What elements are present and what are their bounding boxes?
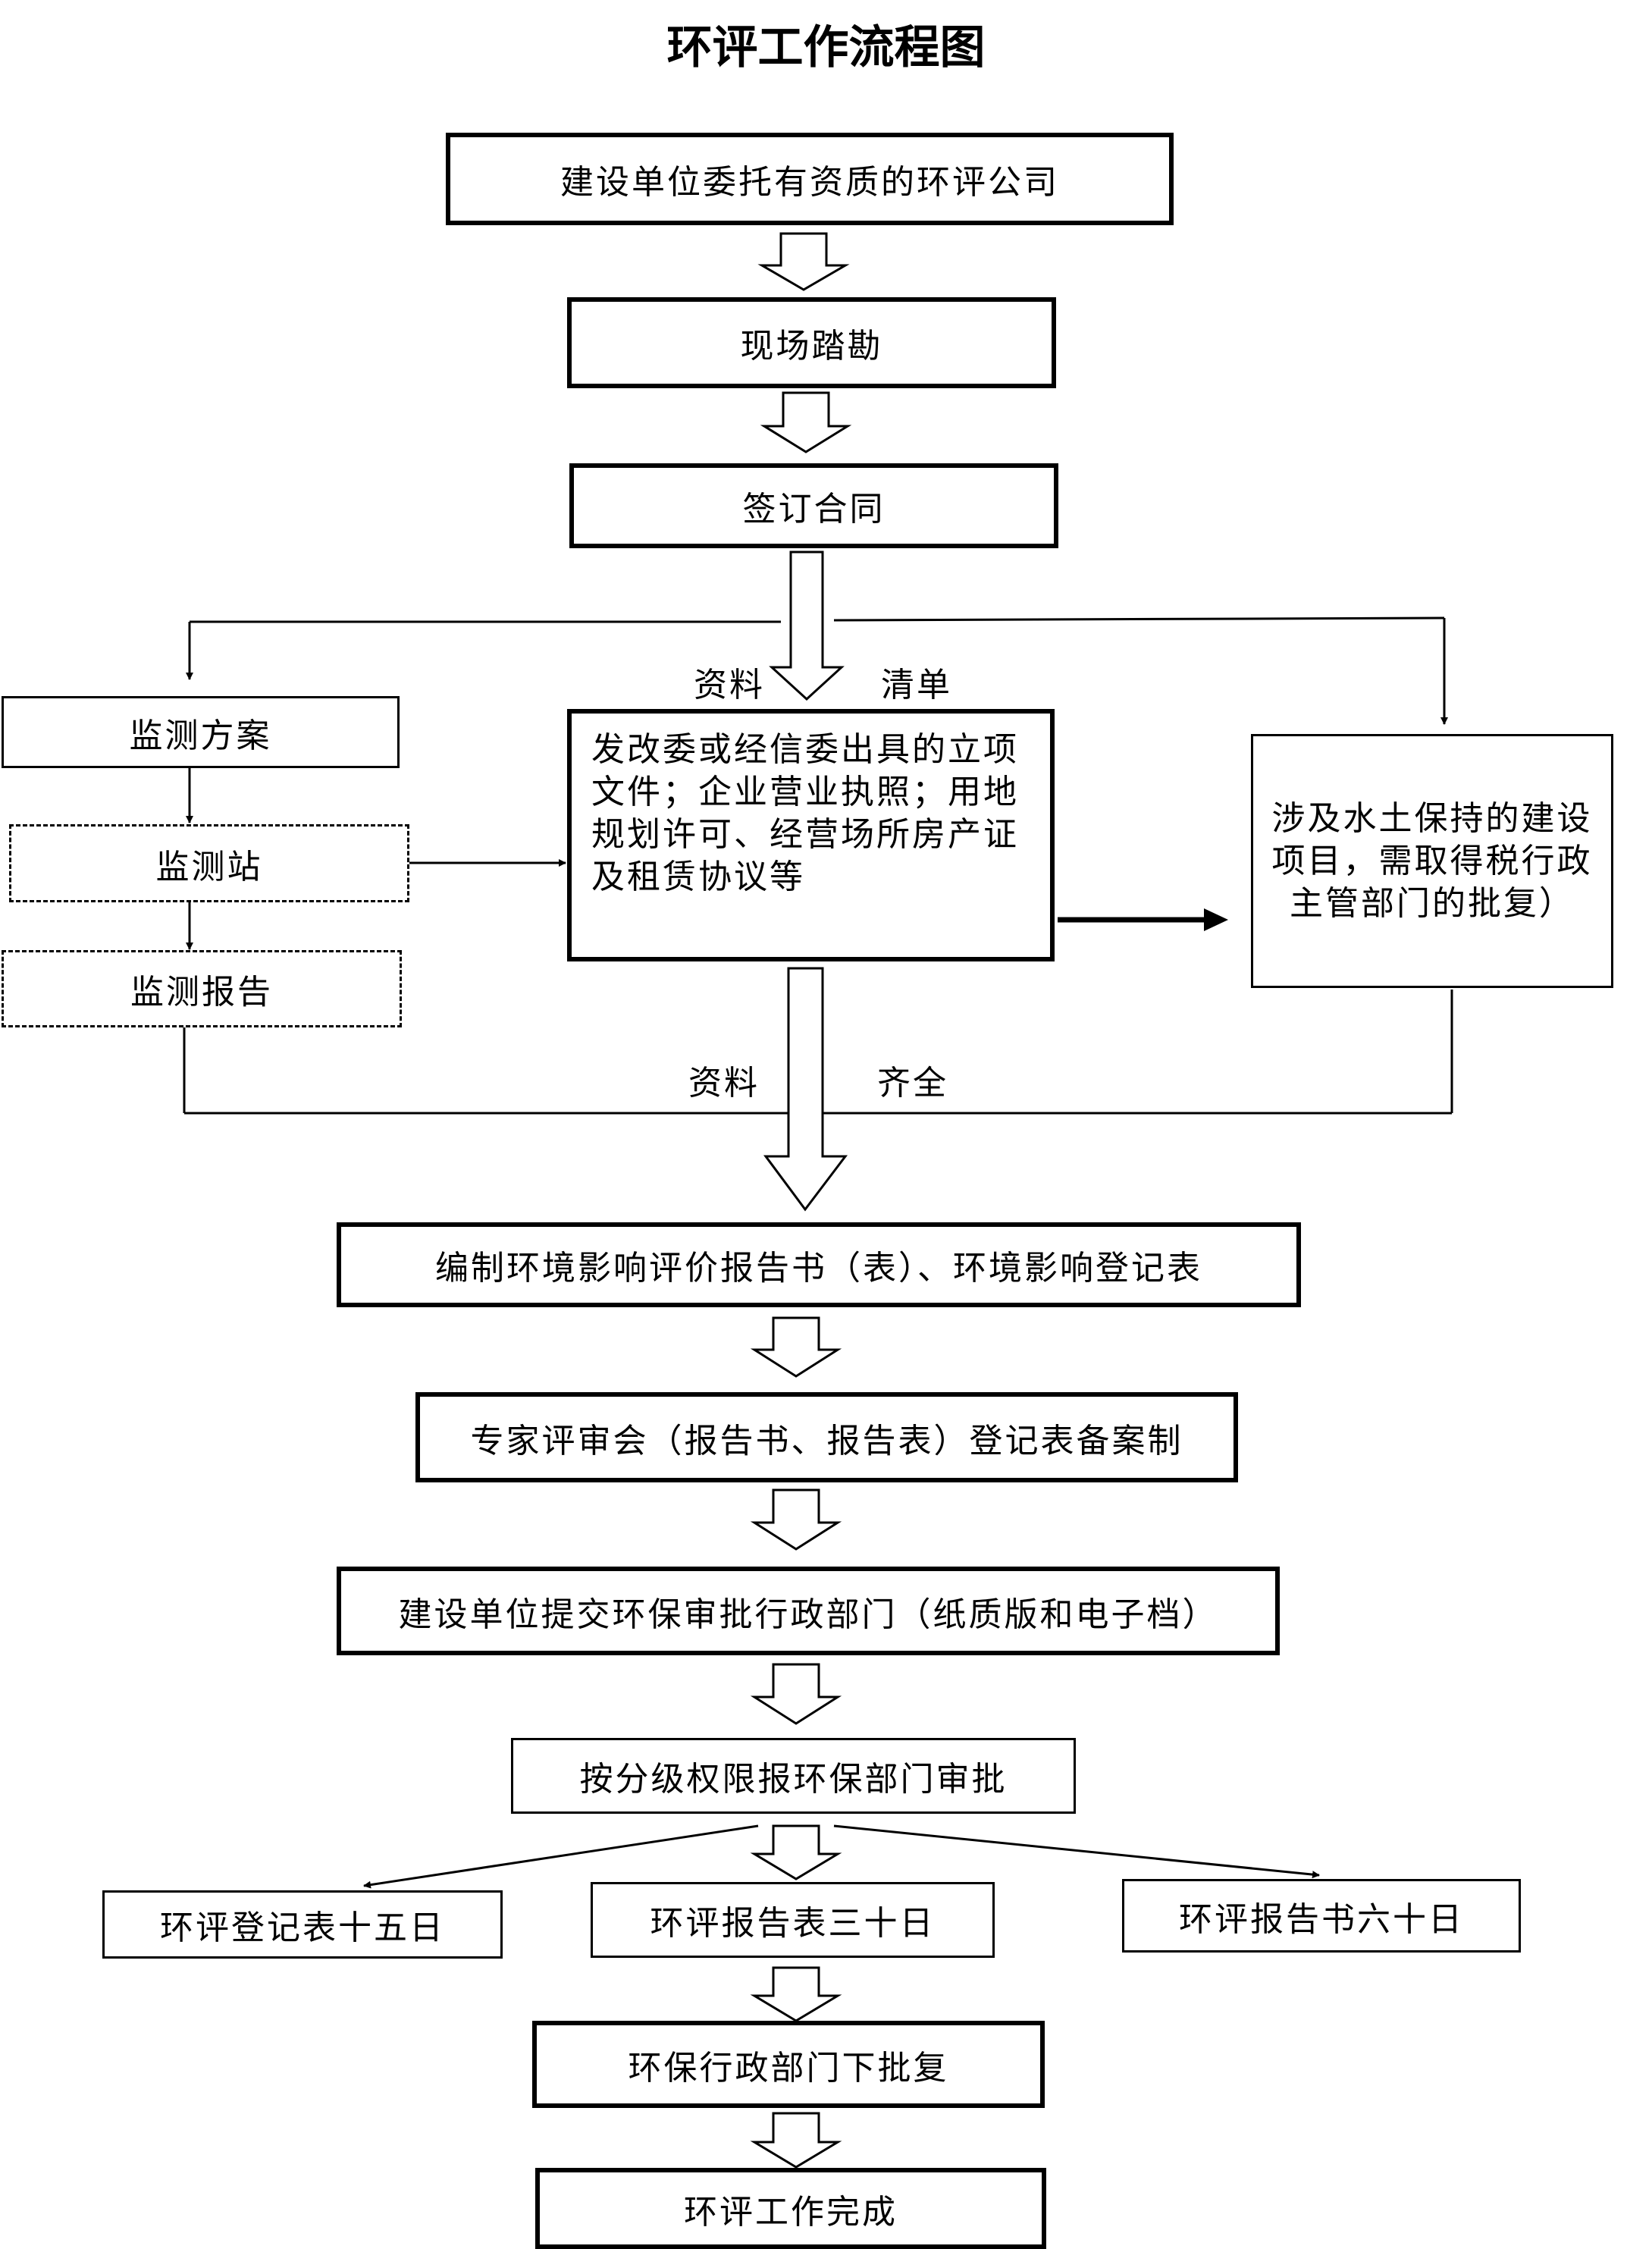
block-arrow-1	[757, 232, 850, 291]
label-materials-2: 资料	[688, 1064, 760, 1103]
page-title: 环评工作流程图	[666, 21, 986, 74]
documents-box: 发改委或经信委出具的立项文件；企业营业执照；用地规划许可、经营场所房产证及租赁协…	[567, 709, 1055, 961]
block-arrow-8	[750, 1824, 842, 1880]
block-arrow-4	[763, 967, 848, 1212]
monitoring-station-box: 监测站	[9, 824, 409, 902]
branch-line-right	[833, 616, 1445, 622]
documents-text: 发改委或经信委出具的立项文件；企业营业执照；用地规划许可、经营场所房产证及租赁协…	[591, 730, 1019, 896]
block-arrow-5	[750, 1316, 842, 1378]
step-approval-level-box: 按分级权限报环保部门审批	[511, 1738, 1076, 1814]
label-complete: 齐全	[877, 1064, 948, 1103]
block-arrow-3	[769, 550, 845, 701]
monitoring-report-box: 监测报告	[2, 950, 402, 1027]
label-list: 清单	[881, 666, 952, 704]
monitoring-plan-box: 监测方案	[2, 696, 400, 768]
step-entrust-box: 建设单位委托有资质的环评公司	[446, 133, 1174, 225]
step-done-box: 环评工作完成	[535, 2168, 1046, 2249]
step-contract-box: 签订合同	[569, 463, 1058, 548]
report-book-60-days-box: 环评报告书六十日	[1122, 1879, 1521, 1953]
step-submit-box: 建设单位提交环保审批行政部门（纸质版和电子档）	[337, 1567, 1280, 1655]
water-soil-text: 涉及水土保持的建设项目，需取得税行政主管部门的批复）	[1271, 798, 1593, 923]
step-expert-review-box: 专家评审会（报告书、报告表）登记表备案制	[415, 1392, 1238, 1482]
step-survey-box: 现场踏勘	[567, 297, 1056, 388]
registration-15-days-box: 环评登记表十五日	[102, 1890, 503, 1959]
water-soil-box: 涉及水土保持的建设项目，需取得税行政主管部门的批复）	[1251, 734, 1613, 988]
label-materials-1: 资料	[694, 666, 765, 704]
report-table-30-days-box: 环评报告表三十日	[591, 1882, 995, 1958]
step-reply-box: 环保行政部门下批复	[532, 2021, 1045, 2108]
block-arrow-2	[760, 391, 852, 453]
split-right	[833, 1824, 1320, 1879]
block-arrow-10	[750, 2112, 842, 2169]
block-arrow-7	[750, 1663, 842, 1725]
split-left	[363, 1824, 759, 1889]
block-arrow-6	[750, 1488, 842, 1551]
step-compile-box: 编制环境影响评价报告书（表）、环境影响登记表	[337, 1222, 1301, 1307]
block-arrow-9	[750, 1966, 842, 2022]
